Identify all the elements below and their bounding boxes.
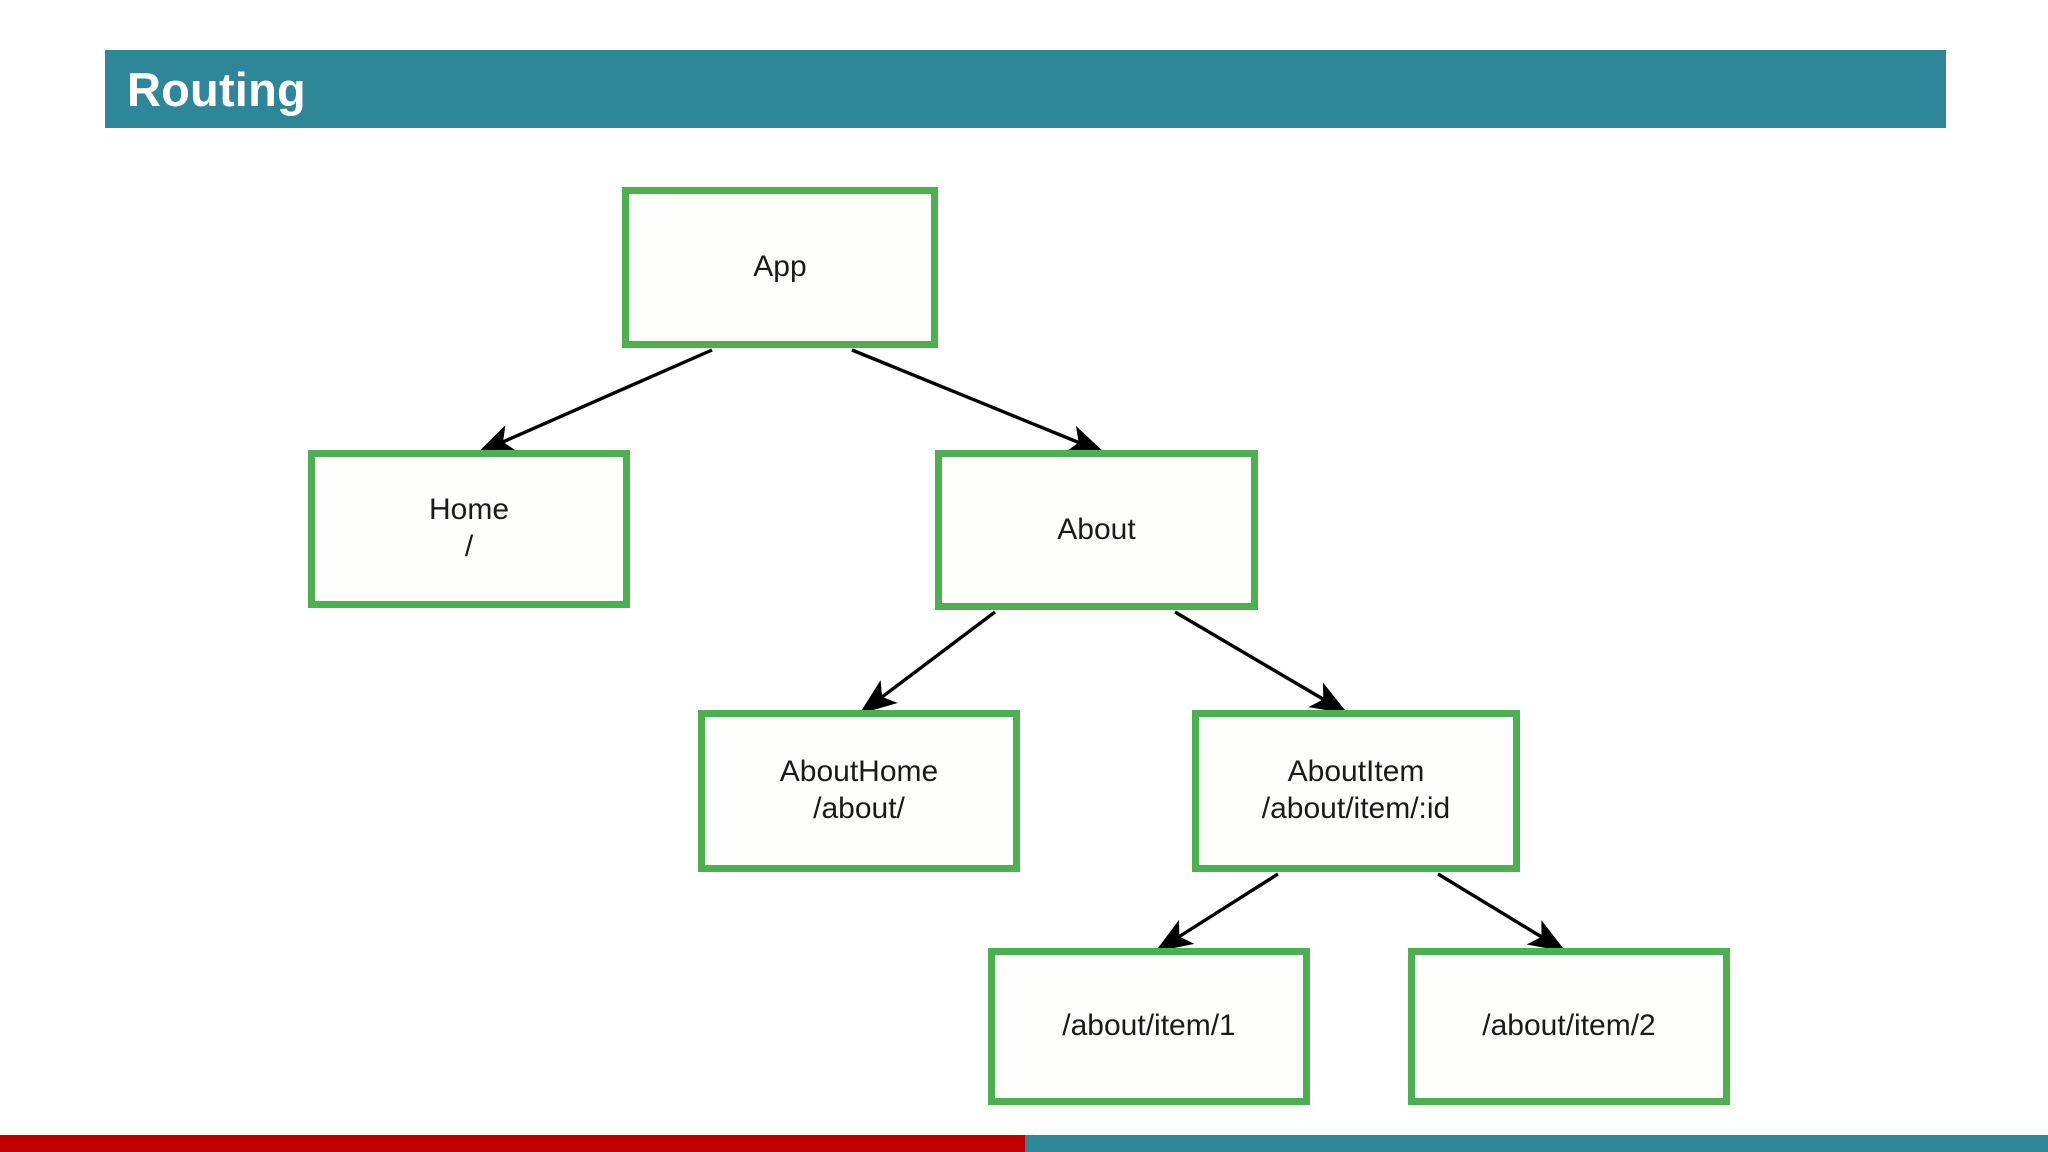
node-home: Home/ — [308, 450, 630, 608]
node-label-line: About — [1057, 512, 1136, 546]
edge-app-to-about — [851, 348, 1106, 454]
node-label-line: /about/item/:id — [1261, 792, 1451, 825]
footer-bar-accent-left — [0, 1135, 1025, 1152]
node-label-line: AboutHome — [779, 755, 939, 789]
node-aboutitem: AboutItem/about/item/:id — [1192, 710, 1520, 872]
edge-app-to-home — [476, 348, 713, 454]
page-title: Routing — [127, 62, 306, 116]
footer-bar — [0, 1135, 2048, 1152]
edge-about-to-abouthome — [859, 610, 997, 715]
node-label-line: AboutItem — [1287, 755, 1425, 789]
node-label-line: / — [464, 530, 474, 563]
node-label-line: /about/ — [813, 792, 905, 825]
node-app: App — [622, 187, 938, 348]
node-abouthome: AboutHome/about/ — [698, 710, 1020, 872]
footer-bar-accent-right — [1025, 1135, 2048, 1152]
node-label-line: Home — [428, 493, 510, 527]
node-about: About — [935, 450, 1258, 610]
edge-aboutitem-to-item1 — [1155, 872, 1279, 952]
edge-about-to-aboutitem — [1174, 610, 1348, 714]
title-banner: Routing — [105, 50, 1946, 128]
node-label-line: App — [753, 250, 807, 284]
node-label-line: /about/item/1 — [1062, 1009, 1236, 1043]
node-about-item-2: /about/item/2 — [1408, 948, 1730, 1105]
node-about-item-1: /about/item/1 — [988, 948, 1310, 1105]
edge-aboutitem-to-item2 — [1437, 872, 1566, 952]
node-label-line: /about/item/2 — [1482, 1009, 1656, 1043]
